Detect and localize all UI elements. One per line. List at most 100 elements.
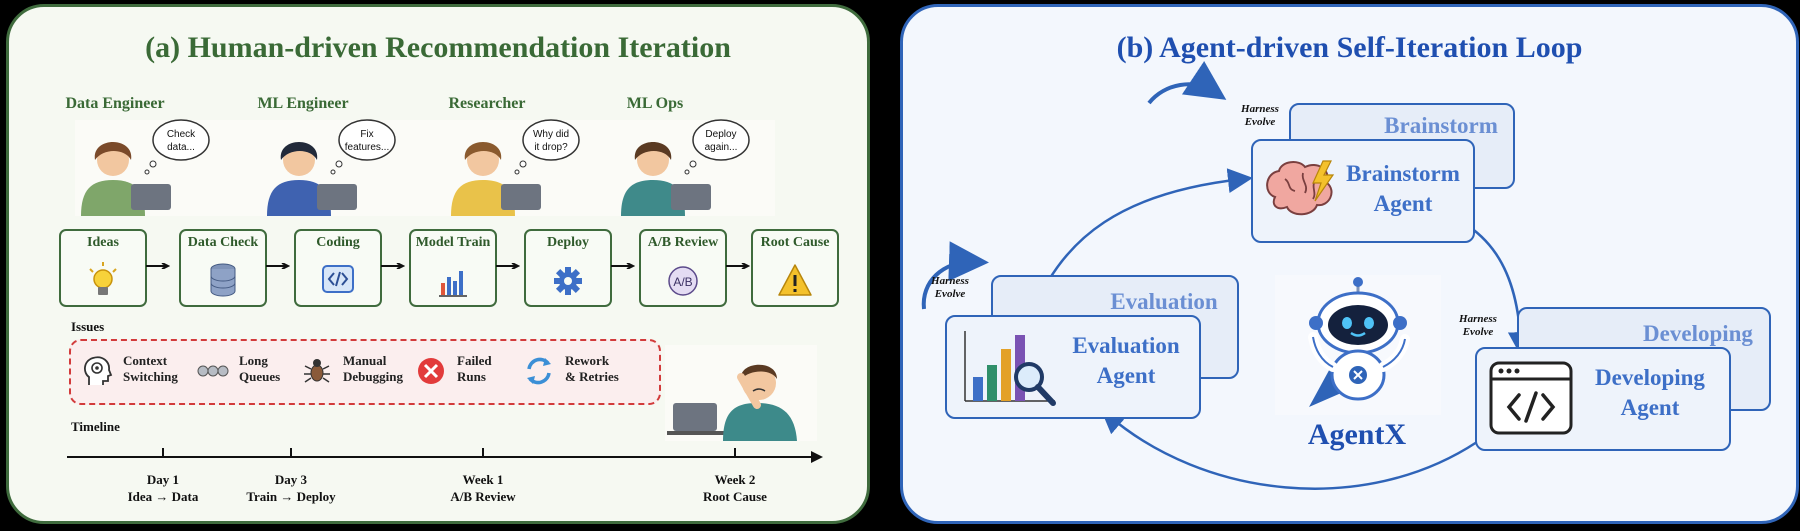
code-icon bbox=[322, 265, 354, 293]
thought-dot bbox=[335, 160, 343, 168]
timeline-heading: Timeline bbox=[71, 419, 120, 434]
agent-label-line: Brainstorm bbox=[1346, 161, 1460, 186]
step-ab-review: A/B Review A/B bbox=[639, 229, 727, 307]
issue-line: Manual bbox=[343, 353, 387, 368]
person-shirt bbox=[621, 180, 685, 216]
step-data-check: Data Check bbox=[179, 229, 267, 307]
brain-icon bbox=[1266, 160, 1335, 216]
thought-text: again... bbox=[705, 142, 738, 153]
issue-line: Runs bbox=[457, 369, 486, 384]
agent-label-line: Evaluation bbox=[1072, 333, 1180, 358]
step-label: Root Cause bbox=[760, 235, 830, 250]
thought-text: features... bbox=[345, 142, 389, 153]
thought-text: Fix bbox=[360, 129, 373, 140]
data-engineer-illustration: Check data... bbox=[75, 106, 215, 256]
ab-test-icon: A/B bbox=[668, 266, 698, 296]
laptop-icon bbox=[501, 184, 541, 210]
arrow-icon bbox=[146, 263, 170, 269]
bar-chart-icon bbox=[439, 271, 467, 297]
step-deploy: Deploy bbox=[524, 229, 612, 307]
harness-line: Harness bbox=[1241, 103, 1279, 115]
issue-line: Failed bbox=[457, 353, 492, 368]
issues-heading: Issues bbox=[71, 319, 105, 334]
evaluation-chart-icon bbox=[964, 331, 1056, 406]
error-icon bbox=[418, 358, 444, 384]
code-window-icon bbox=[1489, 361, 1573, 435]
harness-line: Harness bbox=[931, 275, 969, 287]
arrow-icon bbox=[726, 263, 750, 269]
human-driven-panel: (a) Human-driven Recommendation Iteratio… bbox=[6, 4, 870, 524]
frustrated-engineer-illustration bbox=[665, 345, 817, 441]
person-at-laptop-illustration: Fix features... bbox=[267, 119, 396, 216]
thought-bubble bbox=[338, 119, 396, 161]
thought-dot bbox=[519, 160, 527, 168]
warning-icon bbox=[778, 264, 812, 296]
person-hair bbox=[634, 142, 672, 160]
role-ml-engineer: ML Engineer bbox=[257, 95, 349, 112]
retry-icon bbox=[527, 357, 551, 385]
issue-rework-retries: Rework& Retries bbox=[521, 353, 619, 394]
step-label: Coding bbox=[316, 235, 360, 250]
agentx-label: AgentX bbox=[1307, 418, 1407, 451]
issue-line: Rework bbox=[565, 353, 610, 368]
thought-dot bbox=[144, 169, 150, 175]
arrow-icon bbox=[496, 263, 520, 269]
panel-a-title: (a) Human-driven Recommendation Iteratio… bbox=[145, 31, 731, 64]
svg-text:A/B: A/B bbox=[673, 275, 692, 289]
thought-dot bbox=[689, 160, 697, 168]
database-icon bbox=[210, 263, 236, 297]
thought-dot bbox=[149, 160, 157, 168]
issue-line: Context bbox=[123, 353, 168, 368]
agent-label-line: Evaluation bbox=[1110, 289, 1218, 314]
thought-bubble bbox=[152, 119, 210, 161]
tick-top: Week 1 bbox=[462, 472, 504, 487]
thought-bubble bbox=[522, 119, 580, 161]
laptop-icon bbox=[317, 184, 357, 210]
ml-engineer-illustration: Fix features... bbox=[261, 106, 401, 256]
step-coding: Coding bbox=[294, 229, 382, 307]
step-label: Model Train bbox=[415, 235, 491, 250]
thought-dot bbox=[514, 169, 520, 175]
step-model-train: Model Train bbox=[409, 229, 497, 307]
gear-icon bbox=[554, 267, 582, 295]
role-ml-ops: ML Ops bbox=[626, 95, 684, 112]
thought-text: Check bbox=[167, 129, 196, 140]
thought-bubble bbox=[692, 119, 750, 161]
agent-label-line: Developing bbox=[1643, 321, 1753, 346]
role-researcher: Researcher bbox=[448, 95, 526, 112]
person-hair bbox=[280, 142, 318, 160]
arrow-icon bbox=[266, 263, 290, 269]
arrow-icon bbox=[611, 263, 635, 269]
person-at-laptop-illustration: Deploy again... bbox=[621, 119, 750, 216]
thought-text: Deploy bbox=[705, 129, 736, 140]
arrow-icon bbox=[381, 263, 405, 269]
person-hair bbox=[94, 142, 132, 160]
tick-bottom: Root Cause bbox=[703, 489, 767, 504]
step-label: Deploy bbox=[547, 235, 589, 250]
thought-text: data... bbox=[167, 142, 195, 153]
harness-line: Harness bbox=[1459, 313, 1497, 325]
role-data-engineer: Data Engineer bbox=[65, 95, 165, 112]
panel-b-title: (b) Agent-driven Self-Iteration Loop bbox=[1116, 31, 1583, 64]
laptop-icon bbox=[131, 184, 171, 210]
thought-dot bbox=[684, 169, 690, 175]
step-ideas: Ideas bbox=[59, 229, 147, 307]
